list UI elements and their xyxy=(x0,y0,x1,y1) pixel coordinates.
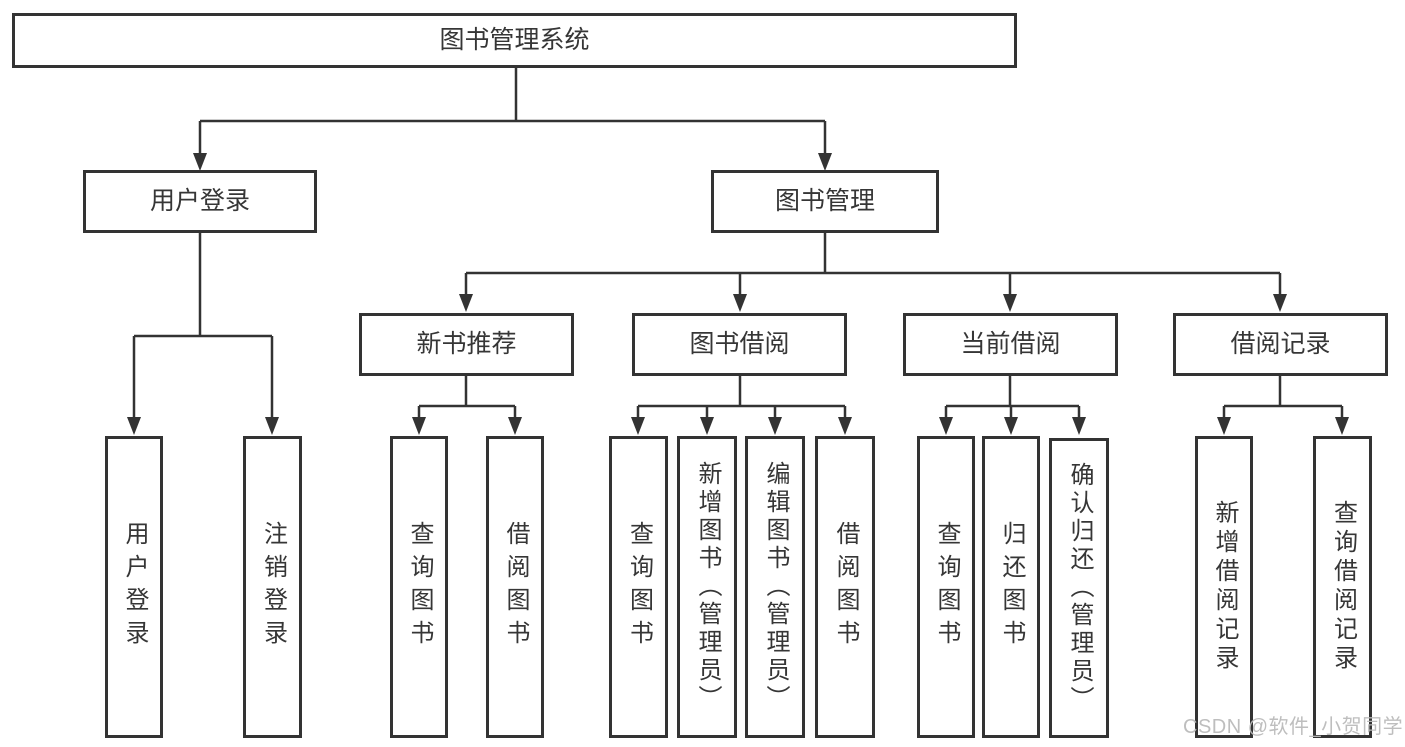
node-label: 查询图书 xyxy=(625,521,653,653)
node-borrowing-records: 借阅记录 xyxy=(1173,313,1388,376)
arrowhead xyxy=(1217,417,1231,435)
edges-current-borrow-group xyxy=(939,375,1086,435)
edges-borrow-record-group xyxy=(1217,375,1349,435)
node-label: 新增图书（管理员） xyxy=(694,461,721,713)
arrowhead xyxy=(700,417,714,435)
node-user-login: 用户登录 xyxy=(83,170,317,233)
leaf-add-borrow-record: 新增借阅记录 xyxy=(1195,436,1253,738)
arrowhead xyxy=(1003,294,1017,312)
arrowhead xyxy=(1072,417,1086,435)
node-label: 新增借阅记录 xyxy=(1211,500,1238,674)
arrowhead xyxy=(768,417,782,435)
arrowhead xyxy=(193,153,207,171)
node-label: 图书管理系统 xyxy=(439,26,590,54)
node-book-management: 图书管理 xyxy=(711,170,939,233)
node-label: 用户登录 xyxy=(121,521,148,653)
leaf-borrow-books: 借阅图书 xyxy=(815,436,875,738)
leaf-confirm-return-admin: 确认归还（管理员） xyxy=(1049,438,1109,738)
arrowhead xyxy=(631,417,645,435)
edges-root-to-level1 xyxy=(193,68,832,171)
arrowhead xyxy=(265,417,279,435)
leaf-return-books: 归还图书 xyxy=(982,436,1040,738)
node-label: 图书借阅 xyxy=(689,330,790,358)
edges-book-management-group xyxy=(459,233,1287,312)
arrowhead xyxy=(939,417,953,435)
arrowhead xyxy=(127,417,141,435)
node-label: 用户登录 xyxy=(149,187,250,215)
leaf-query-books-recommend: 查询图书 xyxy=(390,436,448,738)
arrowhead xyxy=(412,417,426,435)
arrowhead xyxy=(508,417,522,435)
node-label: 借阅图书 xyxy=(502,521,529,653)
node-book-borrowing: 图书借阅 xyxy=(632,313,847,376)
node-label: 图书管理 xyxy=(774,187,875,215)
leaf-borrow-books-recommend: 借阅图书 xyxy=(486,436,544,738)
node-label: 注销登录 xyxy=(259,521,287,653)
node-label: 借阅图书 xyxy=(832,521,859,653)
node-label: 编辑图书（管理员） xyxy=(762,461,789,713)
node-label: 借阅记录 xyxy=(1230,330,1331,358)
leaf-logout: 注销登录 xyxy=(243,436,302,738)
node-label: 查询图书 xyxy=(406,521,433,653)
arrowhead xyxy=(733,294,747,312)
node-current-borrowing: 当前借阅 xyxy=(903,313,1118,376)
leaf-query-books-current: 查询图书 xyxy=(917,436,975,738)
node-label: 新书推荐 xyxy=(416,330,517,358)
arrowhead xyxy=(1273,294,1287,312)
node-label: 查询图书 xyxy=(933,521,960,653)
leaf-query-borrow-record: 查询借阅记录 xyxy=(1313,436,1372,738)
edges-user-login-group xyxy=(127,233,279,435)
node-label: 当前借阅 xyxy=(960,330,1061,358)
leaf-query-books-borrow: 查询图书 xyxy=(609,436,668,738)
arrowhead xyxy=(838,417,852,435)
arrowhead xyxy=(459,294,473,312)
edges-book-borrow-group xyxy=(631,375,852,435)
csdn-watermark: CSDN @软件_小贺同学 xyxy=(1183,716,1404,738)
leaf-user-login: 用户登录 xyxy=(105,436,163,738)
edges-new-book-group xyxy=(412,375,522,435)
node-label: 查询借阅记录 xyxy=(1329,500,1357,674)
arrowhead xyxy=(1004,417,1018,435)
arrowhead xyxy=(818,153,832,171)
node-label: 确认归还（管理员） xyxy=(1066,462,1093,714)
leaf-add-books-admin: 新增图书（管理员） xyxy=(677,436,737,738)
node-label: 归还图书 xyxy=(998,521,1025,653)
node-library-management-system: 图书管理系统 xyxy=(12,13,1017,68)
arrowhead xyxy=(1335,417,1349,435)
node-new-book-recommendation: 新书推荐 xyxy=(359,313,574,376)
leaf-edit-books-admin: 编辑图书（管理员） xyxy=(745,436,805,738)
